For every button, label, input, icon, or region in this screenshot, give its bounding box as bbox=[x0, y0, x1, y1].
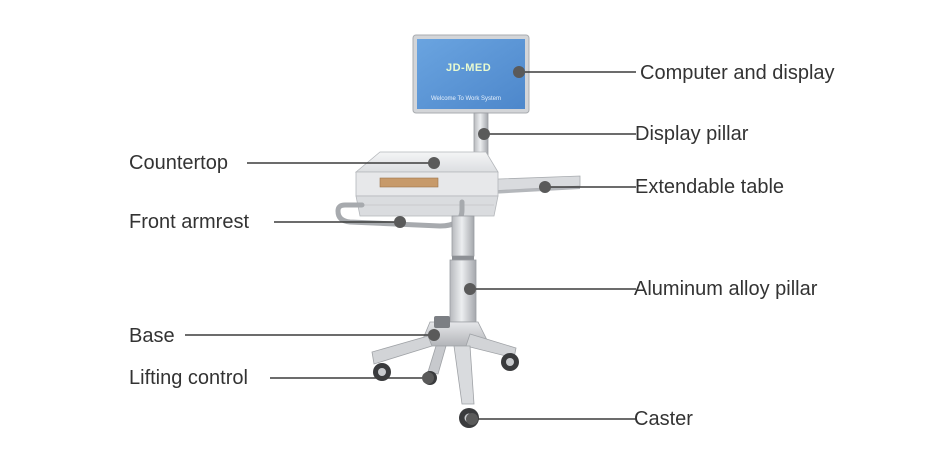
dot-lifting-control bbox=[422, 372, 434, 384]
label-caster: Caster bbox=[634, 408, 693, 430]
dot-extendable-table bbox=[539, 181, 551, 193]
label-extendable-table: Extendable table bbox=[635, 176, 785, 198]
screen-logo: JD-MED bbox=[446, 62, 492, 74]
label-aluminum-pillar: Aluminum alloy pillar bbox=[634, 278, 818, 300]
aluminum-pillar bbox=[449, 215, 477, 323]
label-countertop: Countertop bbox=[129, 152, 228, 174]
label-base: Base bbox=[129, 325, 175, 347]
label-computer-display: Computer and display bbox=[640, 62, 835, 84]
dot-display-pillar bbox=[478, 128, 490, 140]
lifting-pedal bbox=[434, 316, 450, 328]
dot-countertop bbox=[428, 157, 440, 169]
monitor-screen bbox=[417, 39, 525, 109]
casters bbox=[373, 353, 519, 428]
dot-computer-display bbox=[513, 66, 525, 78]
screen-welcome: Welcome To Work System bbox=[431, 96, 502, 102]
label-lifting-control: Lifting control bbox=[129, 367, 248, 389]
dot-front-armrest bbox=[394, 216, 406, 228]
monitor bbox=[412, 34, 530, 114]
drawer-handle bbox=[379, 177, 439, 188]
dot-caster bbox=[466, 413, 478, 425]
leader-lines bbox=[185, 71, 636, 420]
dot-base bbox=[428, 329, 440, 341]
label-front-armrest: Front armrest bbox=[129, 211, 250, 233]
label-display-pillar: Display pillar bbox=[635, 123, 749, 145]
countertop bbox=[354, 151, 499, 217]
callout-dots bbox=[394, 66, 551, 425]
dot-aluminum-pillar bbox=[464, 283, 476, 295]
